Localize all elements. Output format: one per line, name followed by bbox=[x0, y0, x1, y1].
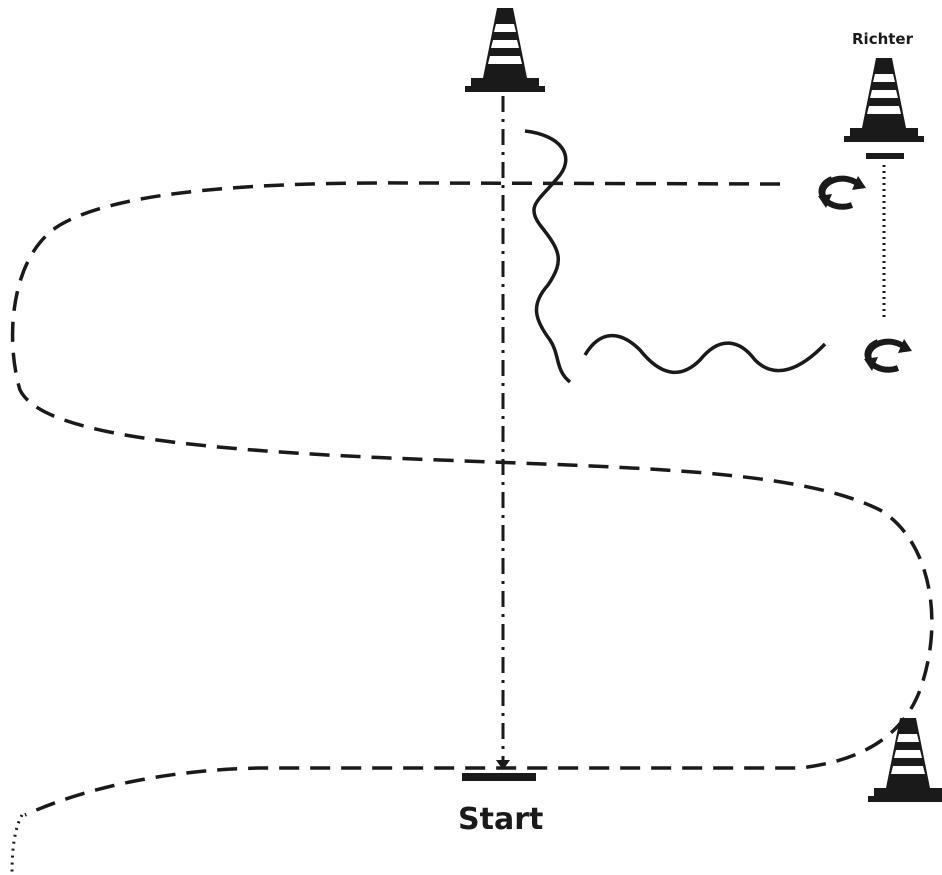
exit-path-dotted bbox=[10, 814, 24, 875]
judge-line bbox=[866, 153, 904, 159]
traffic-cone-icon bbox=[844, 58, 924, 142]
start-label: Start bbox=[458, 802, 544, 837]
course-path-dashed bbox=[10, 181, 934, 817]
judge-label: Richter bbox=[852, 30, 914, 48]
start-line bbox=[462, 773, 536, 781]
rotate-circle-icon bbox=[864, 339, 912, 371]
traffic-cone-icon bbox=[868, 718, 942, 802]
slalom-line-horizontal bbox=[583, 333, 827, 375]
slalom-line-vertical bbox=[524, 129, 572, 384]
start-arrowhead bbox=[496, 760, 510, 770]
traffic-cone-icon bbox=[465, 8, 545, 92]
rotate-circle-icon bbox=[818, 176, 866, 208]
